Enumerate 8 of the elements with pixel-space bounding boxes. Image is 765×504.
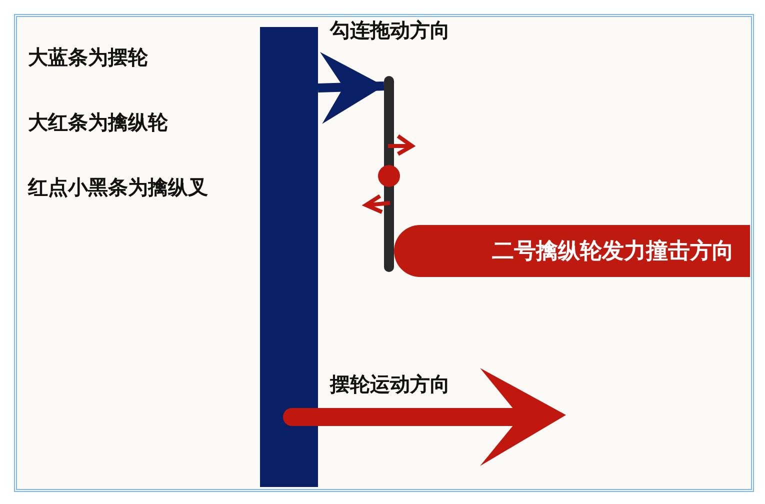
arrow xyxy=(318,52,384,124)
legend-note: 红点小黑条为擒纵叉 xyxy=(28,175,208,199)
arrow-caption: 摆轮运动方向 xyxy=(330,372,450,396)
edge-label: 勾连拖动方向 xyxy=(330,18,450,42)
balance-wheel-bar xyxy=(260,27,318,487)
direction-band: 二号擒纵轮发力撞击方向 xyxy=(394,225,750,277)
legend-note: 大红条为擒纵轮 xyxy=(28,110,168,134)
legend-note: 大蓝条为摆轮 xyxy=(28,45,148,69)
